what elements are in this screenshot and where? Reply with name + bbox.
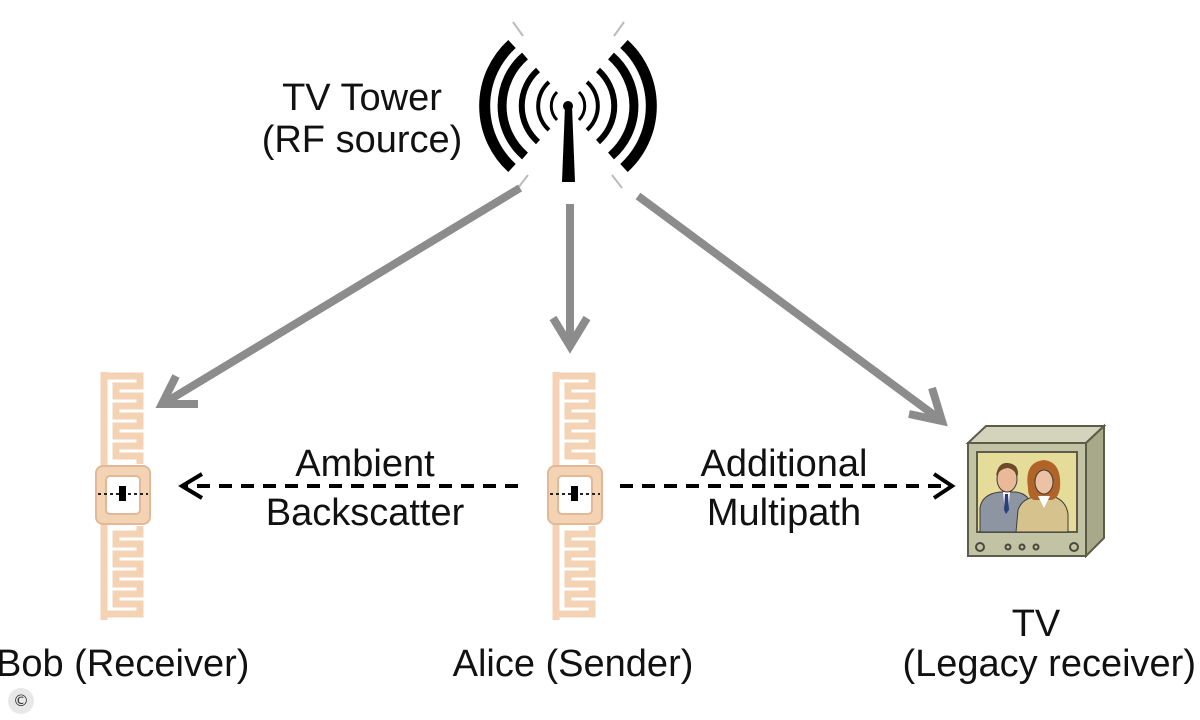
tv-label-line1: TV [1012,603,1061,645]
rf-arrow-to-bob [155,184,523,408]
multipath-arrow [620,472,956,500]
copyright-icon: © [8,688,34,714]
rf-arrow-to-alice [549,204,591,354]
tv-icon [965,423,1107,559]
tower-icon [479,21,657,189]
alice-label: Alice (Sender) [453,643,694,685]
rf-arrow-to-tv [635,192,948,427]
multipath-label-line2: Multipath [707,492,861,534]
backscatter-label-line2: Backscatter [266,492,465,534]
tower-label-line1: TV Tower [282,77,442,119]
tower-label-line2: (RF source) [262,119,463,161]
backscatter-arrow [178,472,518,500]
multipath-label-line1: Additional [701,443,868,485]
bob-label: Bob (Receiver) [0,643,249,685]
backscatter-label-line1: Ambient [295,443,435,485]
alice-tag-icon [547,372,603,620]
tv-label-line2: (Legacy receiver) [902,643,1196,685]
bob-tag-icon [95,372,151,620]
